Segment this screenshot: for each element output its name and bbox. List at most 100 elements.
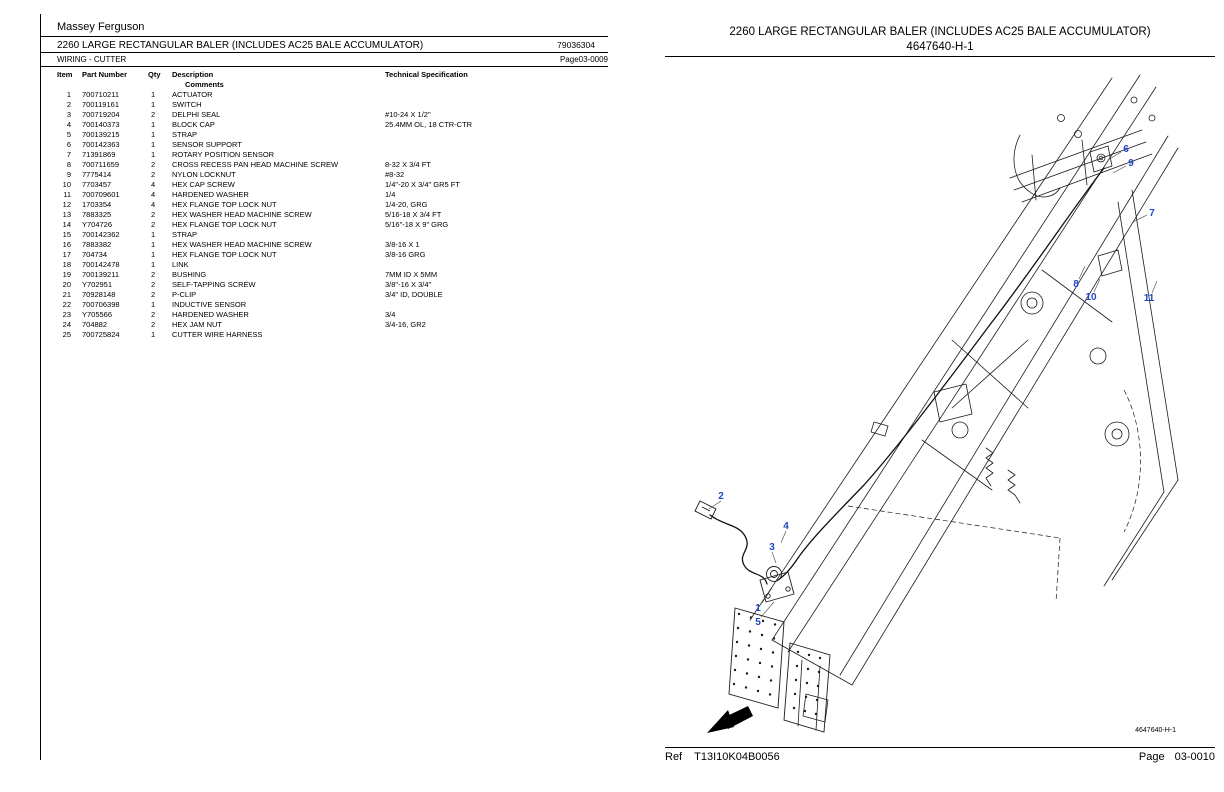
cell-item: 19 [62, 270, 71, 279]
cell-spec: 1/4-20, GRG [385, 200, 428, 209]
col-header-description-line: Description [172, 70, 214, 79]
cell-qty: 1 [151, 140, 156, 149]
cell-item: 18 [62, 260, 71, 269]
cell-description: LINK [172, 260, 189, 269]
col-header-qty: Qty [148, 70, 161, 79]
cell-part_number: 71391869 [82, 150, 116, 159]
cell-part_number: 700140373 [82, 120, 120, 129]
cell-spec [385, 130, 608, 140]
cell-spec: 3/4" ID, DOUBLE [385, 290, 443, 299]
cell-qty: 1 [151, 230, 156, 239]
cell-qty: 1 [151, 150, 156, 159]
cell-part_number: 704882 [82, 320, 108, 329]
figure-id: 4647640-H-1 [906, 41, 974, 53]
callout-3: 3 [769, 542, 775, 553]
doc-number: 79036304 [557, 40, 595, 50]
page-left-border [40, 14, 41, 760]
cell-spec: #10-24 X 1/2" [385, 110, 431, 119]
cell-part_number: 7703457 [82, 180, 112, 189]
cell-spec [385, 260, 608, 270]
cell-qty: 2 [151, 170, 156, 179]
col-header-item: Item [57, 70, 73, 79]
cell-item: 25 [62, 330, 71, 339]
cell-part_number: 700142478 [82, 260, 120, 269]
cell-item: 12 [62, 200, 71, 209]
cell-spec: 3/8-16 X 1 [385, 240, 420, 249]
cell-description: HEX CAP SCREW [172, 180, 235, 189]
cell-part_number: 700710211 [82, 90, 119, 99]
cell-part_number: 7883382 [82, 240, 112, 249]
cell-description: CROSS RECESS PAN HEAD MACHINE SCREW [172, 160, 339, 169]
cell-spec: 7MM ID X 5MM [385, 270, 438, 279]
cell-part_number: Y702951 [82, 280, 113, 289]
footer-ref-label: Ref [665, 751, 683, 763]
diagram-page-title: 2260 LARGE RECTANGULAR BALER (INCLUDES A… [729, 26, 1151, 38]
sensor-assembly [759, 566, 795, 603]
mounting-plates [728, 607, 831, 733]
callout-2: 2 [718, 491, 724, 502]
cell-item: 1 [66, 90, 71, 99]
cell-spec: #8-32 [385, 170, 405, 179]
parts-table: Item Part Number Qty Description Comment… [57, 70, 608, 340]
cell-spec: 3/4 [385, 310, 396, 319]
coiled-cable [709, 514, 768, 585]
callout-9: 9 [1128, 158, 1134, 169]
cell-description: CUTTER WIRE HARNESS [172, 330, 263, 339]
cell-qty: 2 [151, 160, 156, 169]
cell-spec [385, 90, 608, 100]
cell-qty: 1 [151, 120, 156, 129]
cell-qty: 1 [151, 90, 156, 99]
cell-item: 24 [62, 320, 71, 329]
cell-item: 9 [66, 170, 71, 179]
footer-page-label: Page [1138, 751, 1165, 763]
hidden-lines [847, 389, 1141, 603]
cell-qty: 1 [151, 240, 156, 249]
cell-qty: 1 [151, 260, 156, 269]
cell-spec: 5/16"-18 X 9" GRG [385, 220, 449, 229]
cell-item: 17 [62, 250, 71, 259]
cell-item: 22 [62, 300, 71, 309]
cell-item: 3 [66, 110, 71, 119]
cell-description: NYLON LOCKNUT [172, 170, 236, 179]
cell-description: HEX FLANGE TOP LOCK NUT [172, 220, 277, 229]
callout-11: 11 [1144, 293, 1155, 304]
cell-part_number: 700119161 [82, 100, 119, 109]
cell-description: BLOCK CAP [172, 120, 215, 129]
cell-description: ACTUATOR [172, 90, 213, 99]
cell-part_number: 704734 [82, 250, 108, 259]
cell-qty: 2 [151, 320, 156, 329]
cell-description: P-CLIP [172, 290, 197, 299]
cell-qty: 2 [151, 220, 156, 229]
header-rule-3 [40, 66, 608, 67]
cell-part_number: 700142363 [82, 140, 120, 149]
parts-list-page: Massey Ferguson 2260 LARGE RECTANGULAR B… [40, 14, 608, 760]
cell-part_number: 700706398 [82, 300, 120, 309]
cell-qty: 2 [151, 270, 156, 279]
cell-item: 20 [62, 280, 71, 289]
catalog-title: 2260 LARGE RECTANGULAR BALER (INCLUDES A… [57, 40, 424, 51]
cell-description: INDUCTIVE SENSOR [172, 300, 247, 309]
diagram-top-rule [665, 56, 1215, 57]
diagram-page: 2260 LARGE RECTANGULAR BALER (INCLUDES A… [612, 0, 1224, 792]
cell-item: 7 [66, 150, 71, 159]
section-row: WIRING - CUTTER Page03-0009 [57, 55, 608, 64]
cell-part_number: 7883325 [82, 210, 112, 219]
cell-qty: 1 [151, 130, 156, 139]
header-rule-1 [40, 36, 608, 37]
cell-description: BUSHING [172, 270, 207, 279]
cell-item: 11 [63, 190, 71, 199]
